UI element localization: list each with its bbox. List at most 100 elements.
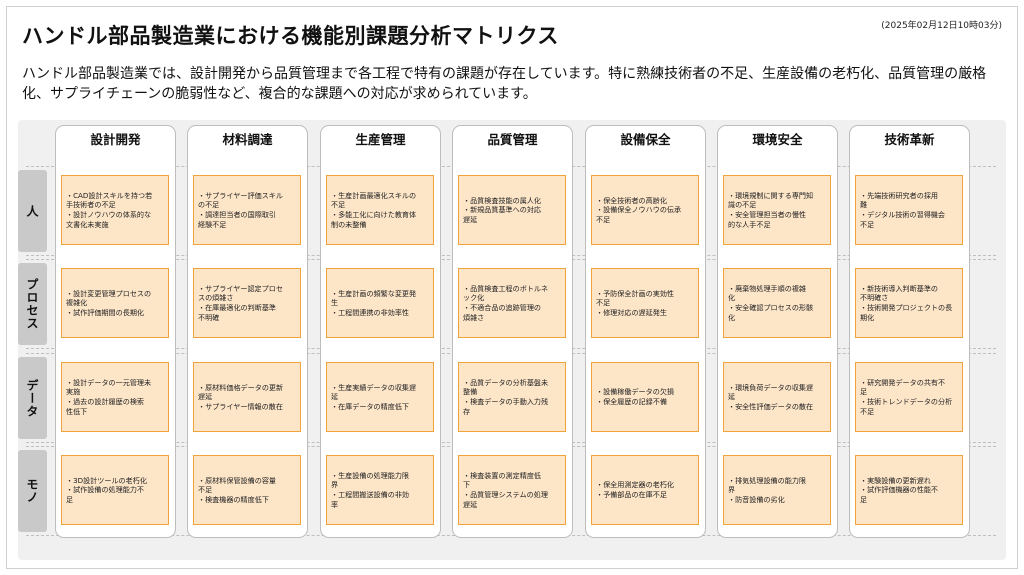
page-title: ハンドル部品製造業における機能別課題分析マトリクス [22,24,559,48]
column-header: 材料調達 [222,132,273,147]
issue-item: ・研究開発データの共有不 足 [860,377,946,397]
column-header: 品質管理 [487,132,538,147]
issue-item: ・調達担当者の国際取引 経験不足 [198,210,277,229]
issue-cell: ・原材料保管設備の容量 不足・検査機器の精度低下 [193,455,301,525]
issue-item: ・予防保全計画の実効性 不足 [596,288,675,308]
issue-item: ・実験設備の更新遅れ [860,475,931,485]
column-header: 設計開発 [90,132,141,147]
issue-cell: ・品質検査工程のボトルネ ック化・不適合品の追跡管理の 煩雑さ [458,268,566,338]
issue-cell: ・サプライヤー評価スキル の不足・調達担当者の国際取引 経験不足 [193,175,301,245]
issue-item: ・デジタル技術の習得機会 不足 [860,210,945,229]
issue-cell: ・予防保全計画の実効性 不足・修理対応の遅延発生 [591,268,699,338]
issue-item: ・安全管理担当者の慢性 的な人手不足 [728,210,807,229]
issue-cell: ・生産設備の処理能力限 界・工程間搬送設備の非効 率 [326,455,434,525]
issue-item: ・検査装置の測定精度低 下 [463,470,542,490]
issue-item: ・修理対応の遅延発生 [596,307,667,317]
row-label: データ [18,357,47,439]
issue-item: ・サプライヤー認定プロセ スの煩雑さ [198,283,283,303]
issue-item: ・生産設備の処理能力限 界 [331,470,410,490]
issue-item: ・環境規制に関する専門知 識の不足 [728,190,814,210]
issue-item: ・検査機器の精度低下 [198,494,269,504]
issue-item: ・排気処理設備の能力限 界 [728,475,807,495]
issue-cell: ・保全用測定器の老朽化・予備部品の在庫不足 [591,455,699,525]
issue-item: ・検査データの手動入力残 存 [463,397,549,416]
issue-cell: ・設計変更管理プロセスの 複雑化・試作評価期間の長期化 [61,268,169,338]
issue-cell: ・サプライヤー認定プロセ スの煩雑さ・在庫最適化の判断基準 不明確 [193,268,301,338]
issue-item: ・工程間搬送設備の非効 率 [331,490,410,509]
issue-item: ・設計データの一元管理未 実施 [66,377,152,397]
issue-item: ・サプライヤー情報の散在 [198,401,283,411]
issue-cell: ・環境規制に関する専門知 識の不足・安全管理担当者の慢性 的な人手不足 [723,175,831,245]
issue-item: ・生産実績データの収集遅 延 [331,382,417,402]
issue-cell: ・設備稼働データの欠損・保全履歴の記録不備 [591,362,699,432]
issue-item: ・新技術導入判断基準の 不明確さ [860,283,939,303]
issue-item: ・生産計画の頻繁な変更発 生 [331,288,417,308]
issue-item: ・技術開発プロジェクトの長 期化 [860,303,953,322]
issue-cell: ・生産計画最適化スキルの 不足・多能工化に向けた教育体 制の未整備 [326,175,434,245]
issue-item: ・3D設計ツールの老朽化 [66,475,147,485]
issue-item: ・品質検査工程のボトルネ ック化 [463,283,549,303]
issue-cell: ・排気処理設備の能力限 界・防音設備の劣化 [723,455,831,525]
row-label-text: プロセス [25,278,39,330]
issue-item: ・在庫最適化の判断基準 不明確 [198,303,277,322]
issue-cell: ・生産実績データの収集遅 延・在庫データの精度低下 [326,362,434,432]
issue-cell: ・研究開発データの共有不 足・技術トレンドデータの分析 不足 [855,362,963,432]
issue-item: ・過去の設計履歴の検索 性低下 [66,397,145,416]
issue-item: ・新規品質基準への対応 遅延 [463,205,542,224]
issue-item: ・保全履歴の記録不備 [596,397,667,406]
issue-item: ・品質データの分析基盤未 整備 [463,377,549,397]
issue-item: ・設備稼働データの欠損 [596,387,675,397]
issue-cell: ・生産計画の頻繁な変更発 生・工程間連携の非効率性 [326,268,434,338]
issue-item: ・設備保全ノウハウの伝承 不足 [596,205,682,224]
issue-item: ・在庫データの精度低下 [331,401,410,411]
issue-item: ・試作設備の処理能力不 足 [66,485,145,504]
issue-item: ・原材料価格データの更新 遅延 [198,382,284,402]
issue-item: ・技術トレンドデータの分析 不足 [860,397,953,416]
issue-item: ・安全性評価データの散在 [728,401,814,411]
issue-cell: ・環境負荷データの収集遅 延・安全性評価データの散在 [723,362,831,432]
issue-item: ・安全確認プロセスの形骸 化 [728,303,814,322]
issue-cell: ・3D設計ツールの老朽化・試作設備の処理能力不 足 [61,455,169,525]
issue-cell: ・新技術導入判断基準の 不明確さ・技術開発プロジェクトの長 期化 [855,268,963,338]
column-header: 環境安全 [752,132,803,147]
issue-item: ・保全技術者の高齢化 [596,195,667,205]
description: ハンドル部品製造業では、設計開発から品質管理まで各工程で特有の課題が存在していま… [22,66,987,102]
issue-item: ・生産計画最適化スキルの 不足 [331,190,417,210]
issue-item: ・試作評価機器の性能不 足 [860,485,939,504]
issue-cell: ・原材料価格データの更新 遅延・サプライヤー情報の散在 [193,362,301,432]
issue-item: ・品質検査技能の属人化 [463,195,542,205]
row-label-text: 人 [25,204,39,218]
issue-cell: ・CAD設計スキルを持つ若 手技術者の不足・設計ノウハウの体系的な 文書化未実施 [61,175,169,245]
row-label: プロセス [18,263,47,345]
issue-item: ・設計変更管理プロセスの 複雑化 [66,288,152,308]
row-label-text: モノ [25,478,39,504]
column-header: 技術革新 [884,132,935,147]
issue-item: ・不適合品の追跡管理の 煩雑さ [463,303,542,322]
issue-item: ・環境負荷データの収集遅 延 [728,382,814,402]
issue-cell: ・検査装置の測定精度低 下・品質管理システムの処理 遅延 [458,455,566,525]
column-header: 生産管理 [355,132,406,147]
issue-item: ・多能工化に向けた教育体 制の未整備 [331,210,417,229]
column-header: 設備保全 [620,132,671,147]
issue-item: ・試作評価期間の長期化 [66,307,145,317]
issue-cell: ・品質データの分析基盤未 整備・検査データの手動入力残 存 [458,362,566,432]
issue-item: ・設計ノウハウの体系的な 文書化未実施 [66,210,152,229]
issue-item: ・防音設備の劣化 [728,494,785,504]
issue-cell: ・実験設備の更新遅れ・試作評価機器の性能不 足 [855,455,963,525]
issue-item: ・原材料保管設備の容量 不足 [198,475,277,495]
issue-cell: ・保全技術者の高齢化・設備保全ノウハウの伝承 不足 [591,175,699,245]
issue-item: ・廃棄物処理手順の複雑 化 [728,283,807,303]
issue-item: ・工程間連携の非効率性 [331,307,410,317]
issue-cell: ・品質検査技能の属人化・新規品質基準への対応 遅延 [458,175,566,245]
issue-cell: ・廃棄物処理手順の複雑 化・安全確認プロセスの形骸 化 [723,268,831,338]
timestamp: (2025年02月12日10時03分) [881,21,1002,31]
slide-frame [6,6,1018,569]
issue-cell: ・先端技術研究者の採用 難・デジタル技術の習得機会 不足 [855,175,963,245]
issue-cell: ・設計データの一元管理未 実施・過去の設計履歴の検索 性低下 [61,362,169,432]
issue-item: ・先端技術研究者の採用 難 [860,190,939,210]
issue-item: ・予備部品の在庫不足 [596,490,667,499]
issue-item: ・保全用測定器の老朽化 [596,480,675,490]
row-label: モノ [18,450,47,532]
issue-item: ・サプライヤー評価スキル の不足 [198,190,283,210]
row-label-text: データ [25,378,39,418]
